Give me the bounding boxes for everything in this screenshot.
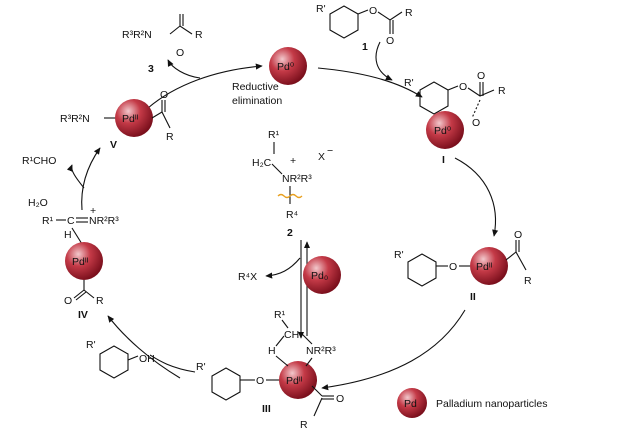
arrow-III-to-IV [107, 315, 181, 379]
salt-nr: NR²R³ [282, 173, 312, 185]
pd-sphere [426, 111, 464, 149]
legend: Pd Palladium nanoparticles [397, 388, 547, 418]
pd-sub-catalyst: Pd₀ [303, 256, 341, 294]
arrow-phenol-out [149, 354, 196, 373]
I-o2: O [477, 70, 485, 82]
pd-sub0-label: Pd₀ [311, 270, 328, 282]
arrow-I-to-II [454, 157, 499, 237]
water-label: H₂O [28, 197, 48, 209]
pd-sphere [115, 99, 153, 137]
wavy-bond [277, 193, 303, 199]
amide-product-3: R³R²N R O 3 [122, 14, 203, 75]
arrow-II-to-III [321, 309, 466, 391]
III-pd2: Pdᴵᴵ [286, 375, 303, 387]
aryl-ester-1: R' O O R 1 [316, 3, 413, 53]
amide-o: O [176, 47, 184, 59]
phenol-rprime: R' [86, 339, 96, 351]
ester-o: O [369, 5, 377, 17]
salt-r4: R⁴ [286, 209, 298, 221]
III-ch: CH [284, 329, 299, 341]
I-r: R [498, 85, 506, 97]
IV-o: O [64, 295, 72, 307]
intermediate-III: R' O Pdᴵᴵ R¹ CH H NR²R³ O R III [196, 309, 344, 431]
salt-plus: + [290, 155, 296, 167]
label-II: II [470, 291, 476, 303]
phenol-oh: OH [139, 353, 155, 365]
ester-rprime: R' [316, 3, 326, 15]
I-pd0: Pd⁰ [434, 125, 452, 137]
III-o2: O [336, 393, 344, 405]
label-2: 2 [287, 227, 293, 239]
label-V: V [110, 139, 117, 151]
reductive-label-1: Reductive [232, 81, 279, 93]
V-r: R [166, 131, 174, 143]
legend-text: Palladium nanoparticles [436, 398, 547, 410]
salt-h2c: H₂C [252, 157, 272, 169]
intermediate-IV: R¹ C + NR²R³ H Pdᴵᴵ O R IV [42, 205, 119, 321]
label-I: I [442, 154, 445, 166]
IV-pd2: Pdᴵᴵ [72, 256, 89, 268]
arrow-IV-to-V [81, 147, 101, 211]
pd-sphere [279, 361, 317, 399]
pd-sphere [303, 256, 341, 294]
III-o: O [256, 375, 264, 387]
II-o: O [449, 261, 457, 273]
arrow-r4x-out [265, 257, 301, 279]
reductive-label-2: elimination [232, 95, 282, 107]
III-h: H [268, 345, 276, 357]
IV-c: C [67, 215, 75, 227]
ammonium-salt-2: R¹ H₂C + NR²R³ X − R⁴ 2 [252, 129, 333, 239]
III-r1: R¹ [274, 309, 286, 321]
I-o: O [459, 81, 467, 93]
legend-pd-sphere [397, 388, 427, 418]
pd-sphere [269, 47, 307, 85]
II-r: R [524, 275, 532, 287]
arrow-aldehyde-out [66, 164, 85, 189]
V-o: O [160, 89, 168, 101]
II-o2: O [514, 229, 522, 241]
r4x-label: R⁴X [238, 271, 257, 283]
arrow-product-out [167, 59, 201, 79]
intermediate-II: R' O Pdᴵᴵ O R II [394, 229, 532, 303]
arrow-1-entry [375, 41, 393, 81]
arrow-V-to-pd0 [147, 63, 263, 109]
label-III: III [262, 403, 271, 415]
intermediate-V: R³R²N Pdᴵᴵ O R V [60, 89, 174, 151]
label-1: 1 [362, 41, 368, 53]
II-rprime: R' [394, 249, 404, 261]
salt-r1: R¹ [268, 129, 280, 141]
III-nr: NR²R³ [306, 345, 336, 357]
IV-nr: NR²R³ [89, 215, 119, 227]
phenol: R' OH [86, 339, 155, 379]
arrow-pd0-to-I [317, 67, 423, 98]
V-pd2: Pdᴵᴵ [122, 113, 139, 125]
aldehyde-label: R¹CHO [22, 155, 56, 167]
IV-r1: R¹ [42, 215, 54, 227]
IV-h: H [64, 229, 72, 241]
cycle-arrows [66, 41, 499, 391]
intermediate-I: R' O O R O Pd⁰ I [404, 70, 506, 166]
label-3: 3 [148, 63, 154, 75]
amide-r3r2n: R³R²N [122, 29, 152, 41]
IV-r: R [96, 295, 104, 307]
ester-r: R [405, 7, 413, 19]
salt-x: X [318, 151, 325, 163]
V-r3r2n: R³R²N [60, 113, 90, 125]
I-rprime: R' [404, 77, 414, 89]
legend-pd: Pd [404, 398, 417, 410]
III-r: R [300, 419, 308, 431]
III-rprime: R' [196, 361, 206, 373]
ester-o2: O [386, 35, 394, 47]
pd0-catalyst: Pd⁰ [269, 47, 307, 85]
pd-sphere [470, 247, 508, 285]
pd-sphere [65, 242, 103, 280]
amide-r: R [195, 29, 203, 41]
label-IV: IV [78, 309, 88, 321]
I-o3: O [472, 117, 480, 129]
IV-plus: + [90, 205, 96, 217]
salt-minus: − [327, 145, 333, 157]
II-pd2: Pdᴵᴵ [476, 261, 493, 273]
pd0-label: Pd⁰ [277, 61, 295, 73]
